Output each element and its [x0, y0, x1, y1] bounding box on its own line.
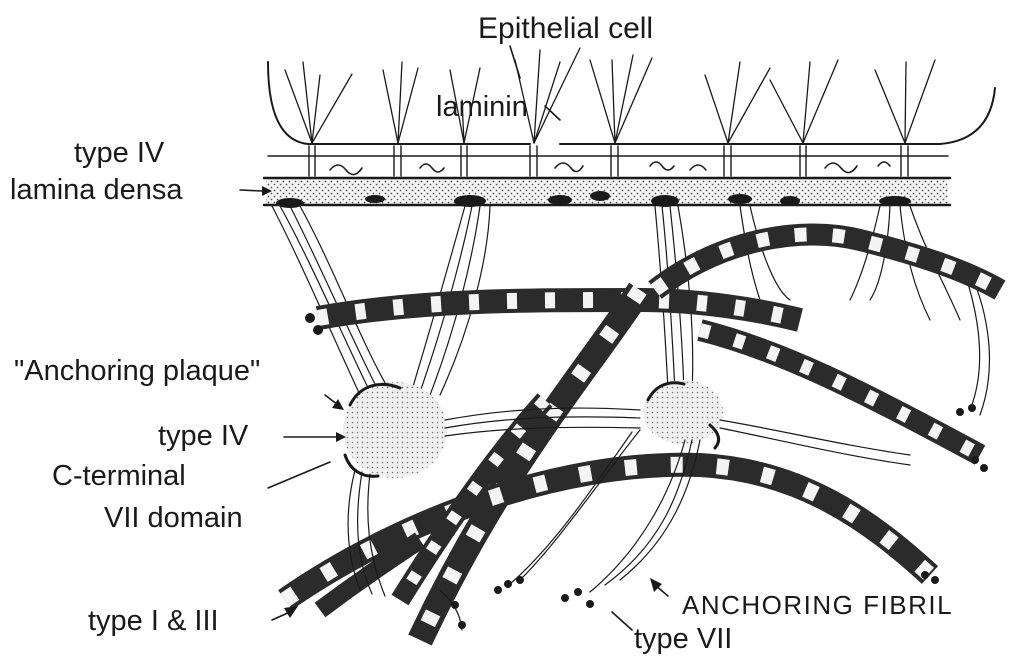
arrowhead-type-i-iii	[284, 606, 298, 618]
label-type-i-iii: type I & III	[88, 605, 219, 637]
label-laminin: laminin	[436, 91, 528, 123]
fibril-upper	[318, 300, 800, 320]
label-anchoring-plaque: "Anchoring plaque"	[14, 355, 260, 387]
epithelial-cell-outline-right	[560, 88, 995, 144]
lamina-densa-band	[264, 178, 950, 208]
label-type-iv-plaque: type IV	[158, 420, 249, 452]
diagram-labels: Epithelial cell laminin type IV lamina d…	[10, 12, 953, 655]
label-vii-domain: VII domain	[104, 502, 243, 534]
anchoring-plaque-left	[343, 382, 447, 478]
leader-laminin	[545, 106, 560, 120]
label-lamina-densa: lamina densa	[10, 174, 183, 206]
leader-c-terminal	[268, 462, 330, 488]
arrowhead-anchoring-plaque	[332, 399, 344, 410]
label-c-terminal: C-terminal	[52, 460, 186, 492]
epithelial-cell-layer	[268, 62, 995, 156]
leader-lamina-densa	[240, 190, 262, 191]
leader-type-vii	[612, 612, 632, 630]
label-anchoring-fibril: ANCHORING FIBRIL	[682, 590, 953, 620]
laminin-filaments	[285, 48, 935, 143]
label-type-iv-top: type IV	[74, 137, 165, 169]
leader-epithelial	[510, 46, 520, 78]
fibril-lower-arc	[285, 465, 930, 600]
label-epithelial-cell: Epithelial cell	[478, 12, 653, 45]
label-type-vii: type VII	[634, 623, 732, 655]
anchoring-filaments-short	[309, 146, 908, 176]
